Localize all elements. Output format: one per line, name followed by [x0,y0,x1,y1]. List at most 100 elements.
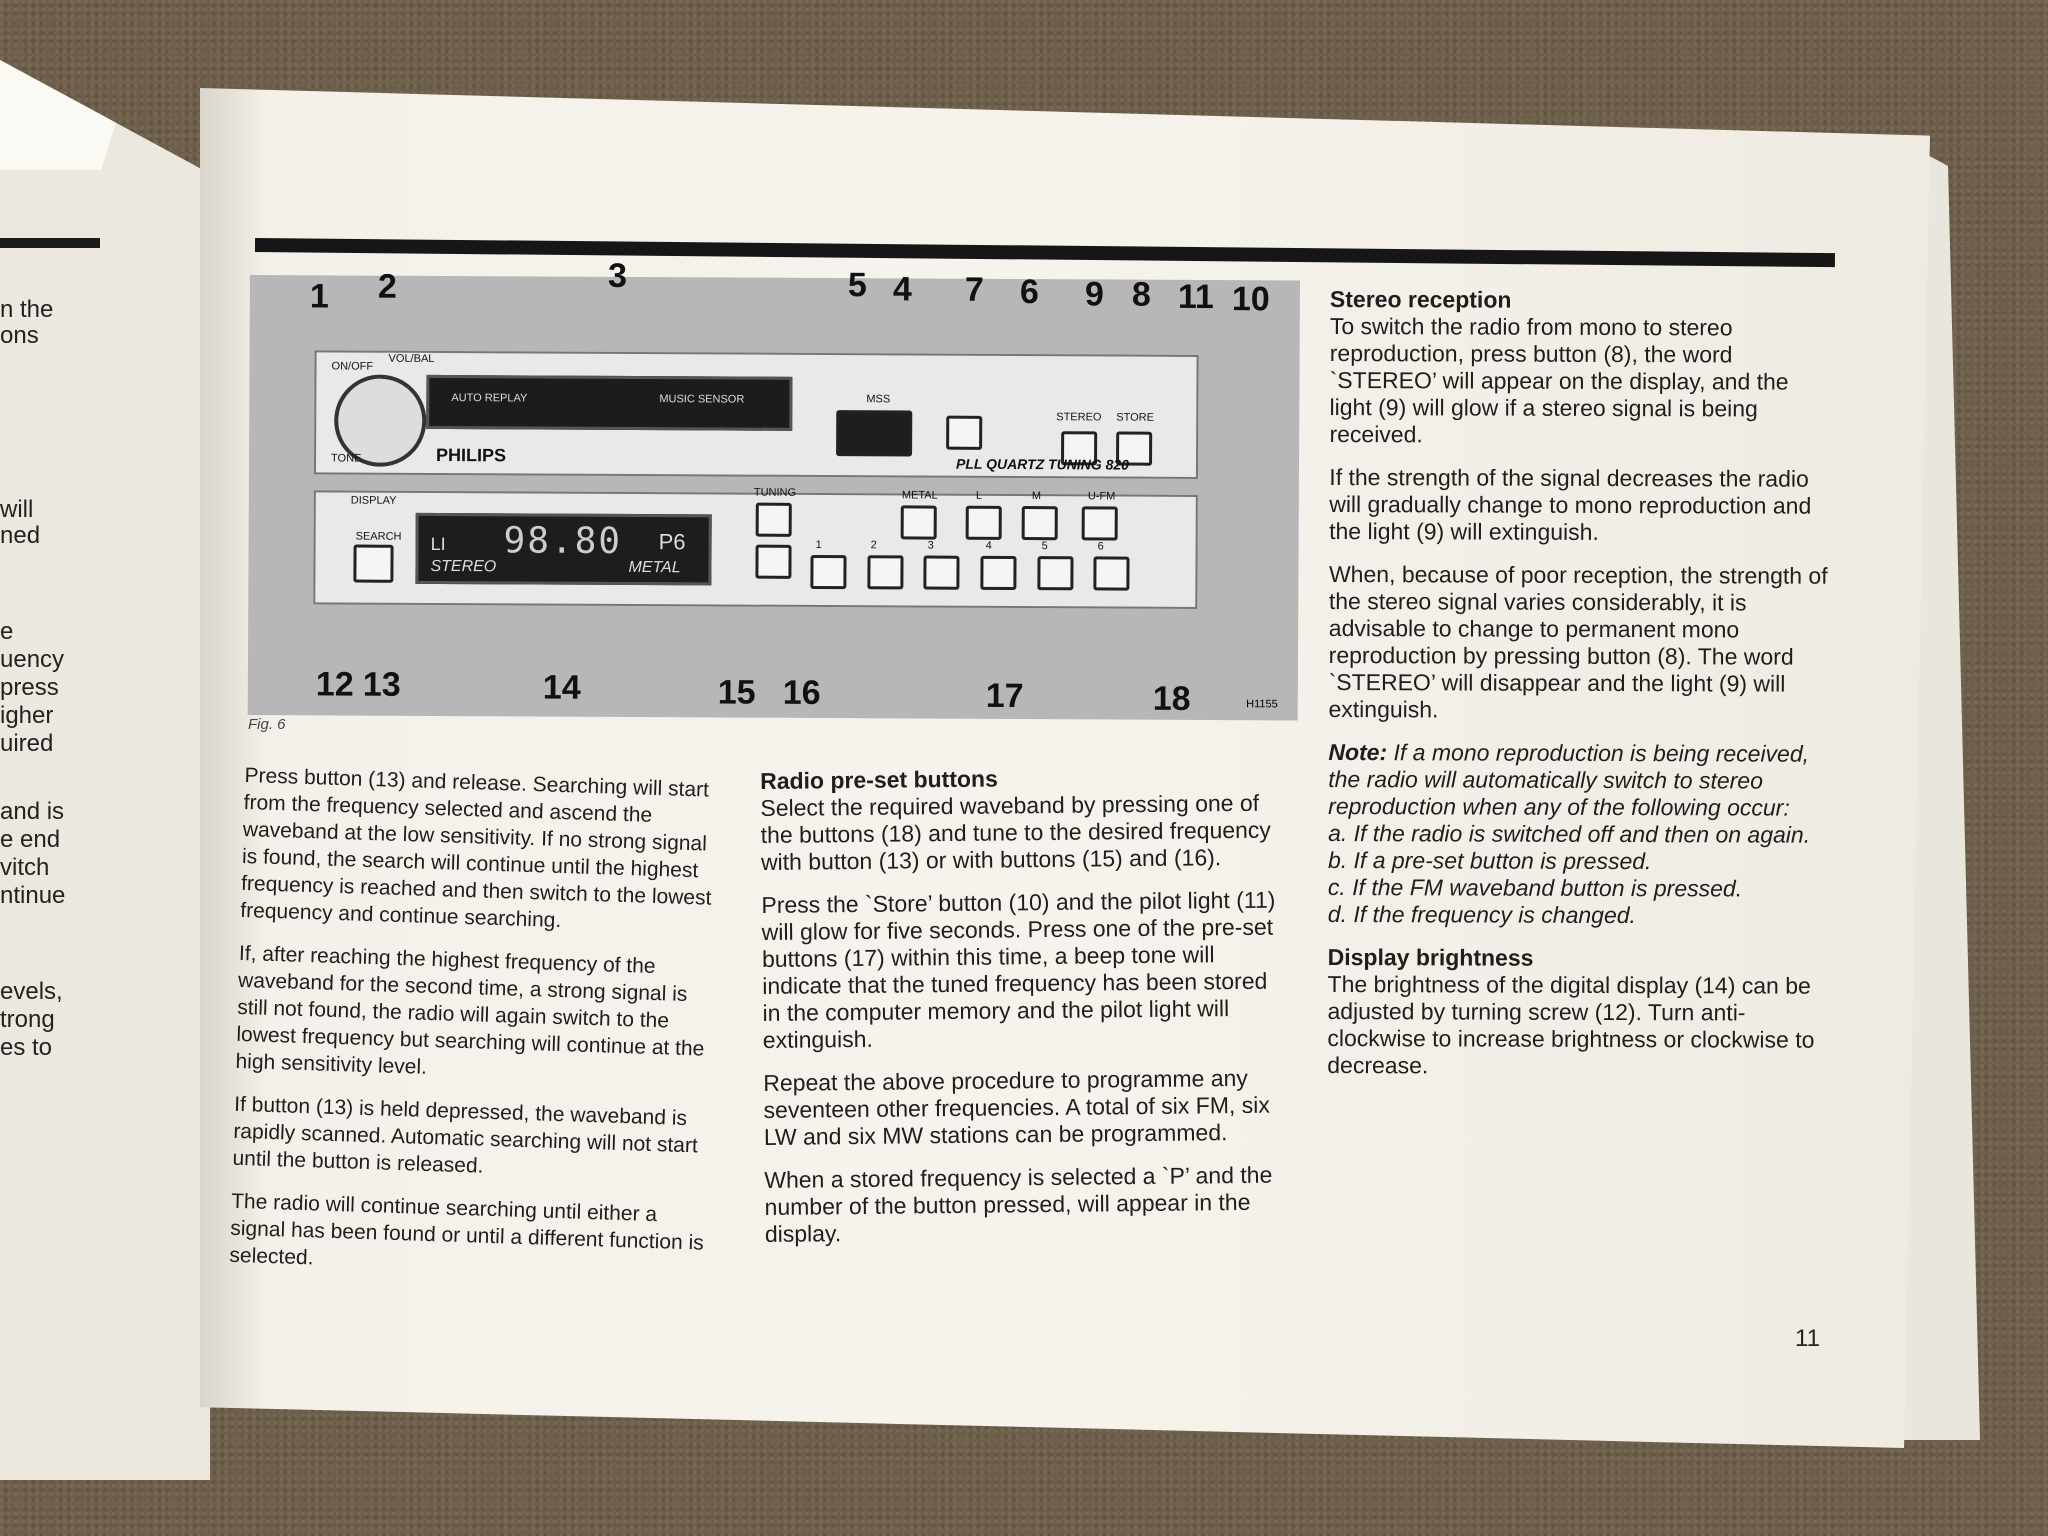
play-button [946,415,983,450]
left-fragment: will [0,496,34,523]
tuning-label: TUNING [753,486,797,499]
stereo-label: STEREO [1056,411,1102,424]
paragraph: If the strength of the signal decreases … [1329,463,1812,545]
left-page: n the ons will ned e uency press igher u… [0,60,210,1480]
l-button [965,505,1002,540]
paragraph: The brightness of the digital display (1… [1327,970,1815,1079]
note-item: d. If the frequency is changed. [1327,900,1637,929]
left-fragment: es to [0,1034,53,1061]
callout-8: 8 [1131,275,1151,314]
left-fragment: vitch [0,854,50,881]
radio-lower-panel: DISPLAY SEARCH LI 98.80 P6 STEREO METAL … [313,486,1198,609]
left-fragment: press [0,674,59,701]
callout-6: 6 [1019,273,1039,312]
page-number: 11 [1795,1325,1820,1352]
preset-button-1 [810,554,847,590]
callout-14: 14 [542,668,581,707]
music-sensor-label: MUSIC SENSOR [659,393,745,406]
paragraph: When a stored frequency is selected a `P… [764,1161,1273,1247]
search-button [353,544,394,583]
left-fragment: ntinue [0,882,66,909]
preset-label-5: 5 [1041,540,1048,553]
eject-button [836,410,913,457]
radio-upper-panel: ON/OFF VOL/BAL TONE AUTO REPLAY MUSIC SE… [313,350,1199,479]
callout-13: 13 [362,665,401,704]
note-item: c. If the FM waveband button is pressed. [1327,873,1743,902]
callout-15: 15 [717,673,756,712]
callout-5: 5 [847,266,867,305]
note-paragraph: Note: If a mono reproduction is being re… [1328,739,1833,822]
left-fragment: evels, [0,978,63,1005]
note-list: a. If the radio is switched off and then… [1328,820,1833,930]
callout-16: 16 [782,673,821,712]
left-fragment: uency [0,646,65,673]
tuning-down-button [755,544,792,579]
left-fragment: uired [0,730,54,757]
preset-button-6 [1093,556,1130,591]
callout-1: 1 [309,277,329,316]
left-fragment: e end [0,826,61,853]
lcd-display: LI 98.80 P6 STEREO METAL [415,512,712,586]
left-fragment: trong [0,1006,55,1033]
paragraph: Repeat the above procedure to programme … [763,1064,1270,1150]
preset-label-4: 4 [985,539,992,552]
l-label: L [975,489,983,502]
left-fragment: ned [0,522,41,549]
store-label: STORE [1116,411,1154,424]
left-page-rule [0,238,100,248]
pll-label: PLL QUARTZ TUNING 820 [955,455,1130,473]
right-column: Stereo reception To switch the radio fro… [1327,286,1835,1097]
note-label: Note: [1328,738,1388,766]
m-label: M [1031,490,1042,503]
lcd-preset: P6 [658,529,686,555]
preset-label-6: 6 [1097,540,1104,553]
callout-2: 2 [377,267,397,306]
paragraph: Press button (13) and release. Searching… [239,763,712,933]
preset-label-3: 3 [927,539,934,552]
paragraph: If, after reaching the highest frequency… [235,941,705,1079]
section-heading: Stereo reception [1329,286,1512,313]
metal-label: METAL [901,489,938,502]
paragraph: Select the required waveband by pressing… [760,789,1271,875]
mss-label: MSS [866,393,891,406]
left-fragment: and is [0,798,65,825]
tone-label: TONE [331,452,362,465]
vol-bal-label: VOL/BAL [388,352,435,365]
left-fragment: ons [0,322,39,349]
preset-label-1: 1 [815,538,822,551]
preset-button-4 [980,555,1017,591]
paragraph: The radio will continue searching until … [229,1189,705,1270]
left-fragment: n the [0,296,54,323]
lcd-metal: METAL [628,558,681,577]
middle-column: Radio pre-set buttons Select the require… [760,763,1290,1264]
search-label: SEARCH [355,530,402,543]
callout-12: 12 [315,665,354,704]
on-off-label: ON/OFF [331,360,374,373]
tuning-up-button [755,502,792,537]
callout-10: 10 [1231,280,1270,319]
figure-caption: Fig. 6 [248,716,286,733]
callout-7: 7 [964,270,984,309]
display-label: DISPLAY [350,494,397,507]
m-button [1021,506,1058,541]
lcd-frequency: 98.80 [503,520,623,562]
callout-17: 17 [985,676,1024,716]
callout-9: 9 [1084,275,1104,314]
radio-figure: 1 2 3 5 4 7 6 9 8 11 10 ON/OFF VOL/BAL T… [247,257,1300,721]
ufm-button [1081,506,1118,541]
paragraph: Press the `Store’ button (10) and the pi… [761,886,1276,1053]
preset-button-5 [1037,556,1074,591]
note-text: If a mono reproduction is being received… [1328,739,1810,821]
callout-18: 18 [1152,679,1191,718]
lcd-band: LI [430,533,446,555]
left-fragment: igher [0,702,54,729]
preset-button-3 [923,555,960,590]
left-fragment: e [0,618,14,645]
paragraph: When, because of poor reception, the str… [1328,560,1828,723]
ufm-label: U-FM [1087,490,1116,503]
left-column: Press button (13) and release. Searching… [229,762,720,1300]
note-item: a. If the radio is switched off and then… [1328,819,1811,848]
callout-11: 11 [1177,277,1214,317]
preset-label-2: 2 [870,539,877,552]
auto-replay-label: AUTO REPLAY [451,392,528,405]
